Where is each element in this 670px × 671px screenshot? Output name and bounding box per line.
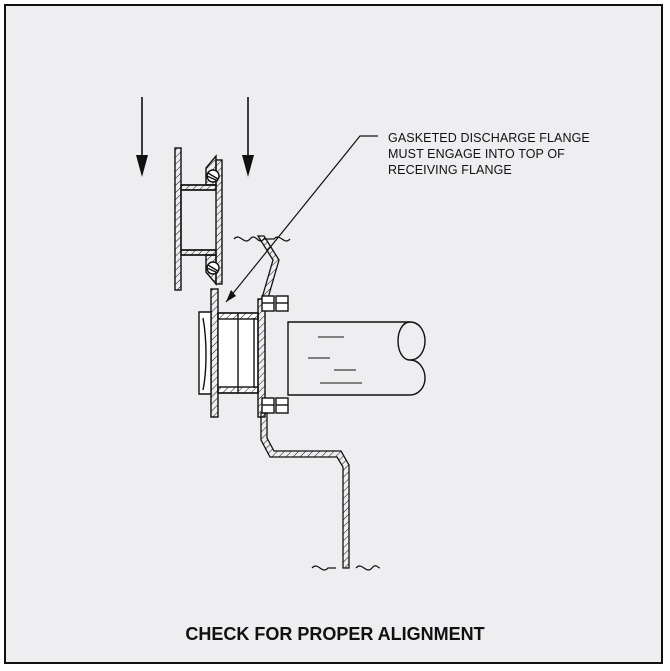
discharge-flange [174, 147, 223, 291]
callout-line: MUST ENGAGE INTO TOP OF [388, 147, 565, 161]
callout-line: GASKETED DISCHARGE FLANGE [388, 131, 590, 145]
down-arrow-left [136, 97, 148, 177]
diagram-caption: CHECK FOR PROPER ALIGNMENT [185, 624, 485, 644]
upper-break-line [233, 236, 291, 242]
callout-line: RECEIVING FLANGE [388, 163, 512, 177]
callout-text: GASKETED DISCHARGE FLANGE MUST ENGAGE IN… [388, 130, 590, 178]
lower-break-line [311, 565, 381, 571]
pipe [287, 321, 426, 396]
down-arrow-right [242, 97, 254, 177]
receiving-flange [198, 288, 289, 418]
lower-wall [260, 412, 350, 569]
upper-wall [256, 235, 280, 299]
